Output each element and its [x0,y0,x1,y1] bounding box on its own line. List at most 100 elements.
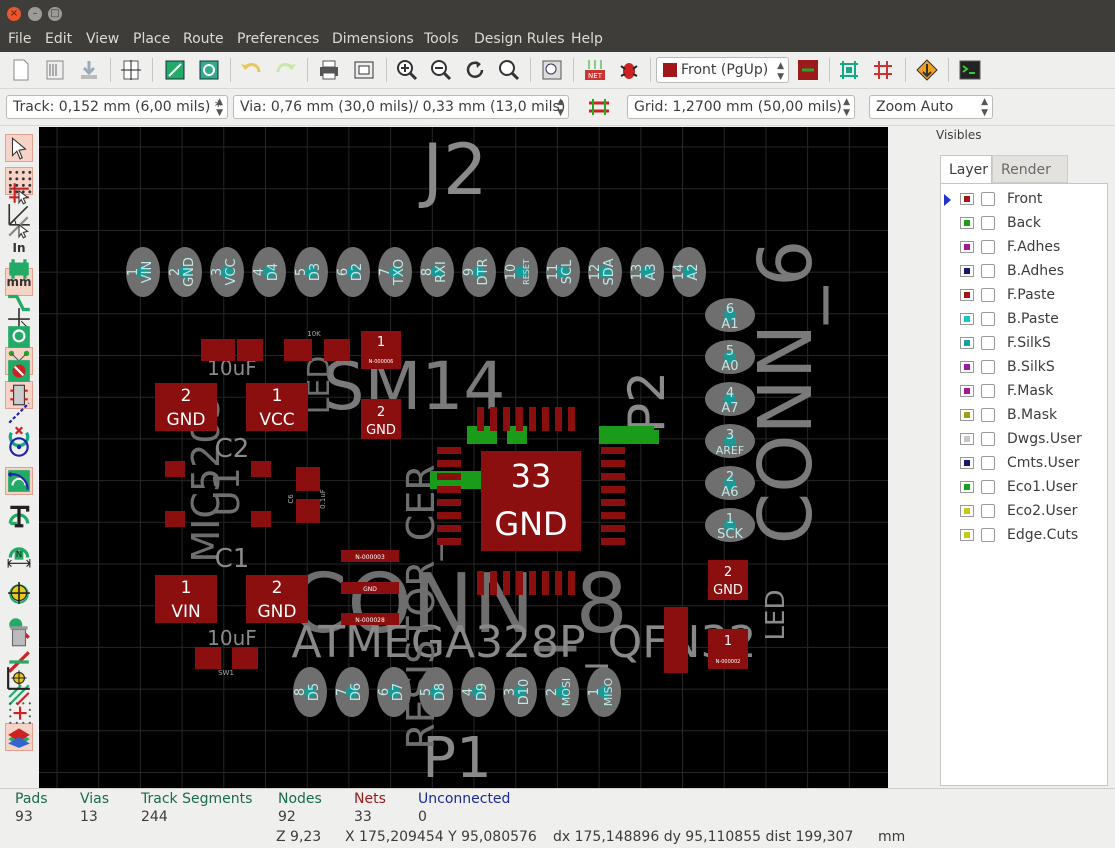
auto-track-width-button[interactable] [586,94,612,120]
module-ratsnest-button[interactable] [870,57,896,83]
layer-color-swatch[interactable] [960,505,974,517]
layer-visibility-checkbox[interactable] [981,240,995,254]
menu-file[interactable]: File [8,31,32,47]
layer-row-eco2-user[interactable]: Eco2.User [941,500,1107,524]
menu-preferences[interactable]: Preferences [237,31,320,47]
layer-color-swatch[interactable] [960,193,974,205]
layer-color-swatch[interactable] [960,289,974,301]
undo-button[interactable] [238,57,264,83]
add-keepout-button[interactable] [5,357,33,385]
layer-color-swatch[interactable] [960,409,974,421]
delete-tool-button[interactable] [5,622,33,650]
menu-edit[interactable]: Edit [45,31,73,47]
tracks-sketch-button[interactable] [5,648,33,676]
layer-row-b-mask[interactable]: B.Mask [941,404,1107,428]
set-grid-origin-button[interactable] [5,698,33,726]
add-arc-button[interactable] [5,467,33,495]
set-origin-button[interactable] [5,664,33,692]
layer-visibility-checkbox[interactable] [981,312,995,326]
route-track-button[interactable] [5,289,33,317]
local-ratsnest-button[interactable] [5,213,33,241]
layer-select[interactable]: Front (PgUp) ▲▼ [656,57,789,83]
track-width-select[interactable]: Track: 0,152 mm (6,00 mils) *▲▼ [6,95,228,119]
show-zones-sketch-button[interactable] [5,537,33,565]
open-board-button[interactable] [42,57,68,83]
add-dimension-button[interactable]: N [5,545,33,573]
page-settings-button[interactable] [118,57,144,83]
layer-color-swatch[interactable] [960,481,974,493]
layer-color-swatch[interactable] [960,313,974,325]
layer-pair-button[interactable] [795,57,821,83]
layer-color-swatch[interactable] [960,241,974,253]
close-window-button[interactable]: × [7,7,21,21]
tab-render[interactable]: Render [992,155,1068,183]
layer-color-swatch[interactable] [960,433,974,445]
layer-color-swatch[interactable] [960,529,974,541]
add-zone-button[interactable] [5,323,33,351]
layer-visibility-checkbox[interactable] [981,192,995,206]
layer-row-b-silks[interactable]: B.SilkS [941,356,1107,380]
layer-row-edge-cuts[interactable]: Edge.Cuts [941,524,1107,548]
layer-visibility-checkbox[interactable] [981,480,995,494]
save-board-button[interactable] [76,57,102,83]
add-circle-button[interactable] [5,433,33,461]
layer-row-eco1-user[interactable]: Eco1.User [941,476,1107,500]
via-size-select[interactable]: Via: 0,76 mm (30,0 mils)/ 0,33 mm (13,0 … [233,95,569,119]
layer-row-f-paste[interactable]: F.Paste [941,284,1107,308]
layer-row-front[interactable]: Front [941,188,1107,212]
add-footprint-button[interactable] [5,255,33,283]
show-zones-button[interactable] [5,467,33,495]
add-target-button[interactable] [5,579,33,607]
zoom-select[interactable]: Zoom Auto▲▼ [869,95,993,119]
maximize-window-button[interactable]: □ [48,7,62,21]
toggle-ratsnest-button[interactable] [836,57,862,83]
layer-visibility-checkbox[interactable] [981,336,995,350]
zoom-out-button[interactable] [428,57,454,83]
layer-row-b-adhes[interactable]: B.Adhes [941,260,1107,284]
menu-help[interactable]: Help [571,31,603,47]
menu-design-rules[interactable]: Design Rules [474,31,565,47]
highlight-net-button[interactable] [5,179,33,207]
auto-route-button[interactable] [914,57,940,83]
add-text-button[interactable] [5,502,33,530]
inch-units-button[interactable]: In [5,234,33,262]
footprint-editor-button[interactable] [162,57,188,83]
drc-button[interactable] [616,57,642,83]
redo-button[interactable] [273,57,299,83]
menu-place[interactable]: Place [133,31,171,47]
layer-visibility-checkbox[interactable] [981,288,995,302]
layer-visibility-checkbox[interactable] [981,456,995,470]
layer-color-swatch[interactable] [960,385,974,397]
layer-row-cmts-user[interactable]: Cmts.User [941,452,1107,476]
layer-visibility-checkbox[interactable] [981,432,995,446]
tab-layer[interactable]: Layer [940,155,992,183]
layer-row-b-paste[interactable]: B.Paste [941,308,1107,332]
layer-row-f-adhes[interactable]: F.Adhes [941,236,1107,260]
layer-visibility-checkbox[interactable] [981,504,995,518]
new-board-button[interactable] [8,57,34,83]
add-graphic-line-button[interactable] [5,399,33,427]
minimize-window-button[interactable]: – [28,7,42,21]
redraw-button[interactable] [462,57,488,83]
footprint-viewer-button[interactable] [196,57,222,83]
layer-visibility-checkbox[interactable] [981,528,995,542]
layer-row-f-mask[interactable]: F.Mask [941,380,1107,404]
layer-visibility-checkbox[interactable] [981,216,995,230]
print-button[interactable] [316,57,342,83]
layer-visibility-checkbox[interactable] [981,360,995,374]
layer-visibility-checkbox[interactable] [981,264,995,278]
layer-color-swatch[interactable] [960,265,974,277]
layer-row-dwgs-user[interactable]: Dwgs.User [941,428,1107,452]
layer-row-back[interactable]: Back [941,212,1107,236]
pcb-canvas[interactable]: J2 P1 P2 CONN_6 CONN_8 SM14 ATMEGA328P_Q… [39,127,888,788]
layer-color-swatch[interactable] [960,337,974,349]
layer-row-f-silks[interactable]: F.SilkS [941,332,1107,356]
layer-color-swatch[interactable] [960,457,974,469]
zoom-in-button[interactable] [394,57,420,83]
find-button[interactable] [539,57,565,83]
menu-route[interactable]: Route [183,31,224,47]
grid-select[interactable]: Grid: 1,2700 mm (50,00 mils)▲▼ [627,95,855,119]
menu-dimensions[interactable]: Dimensions [332,31,414,47]
layer-color-swatch[interactable] [960,361,974,373]
menu-tools[interactable]: Tools [424,31,459,47]
